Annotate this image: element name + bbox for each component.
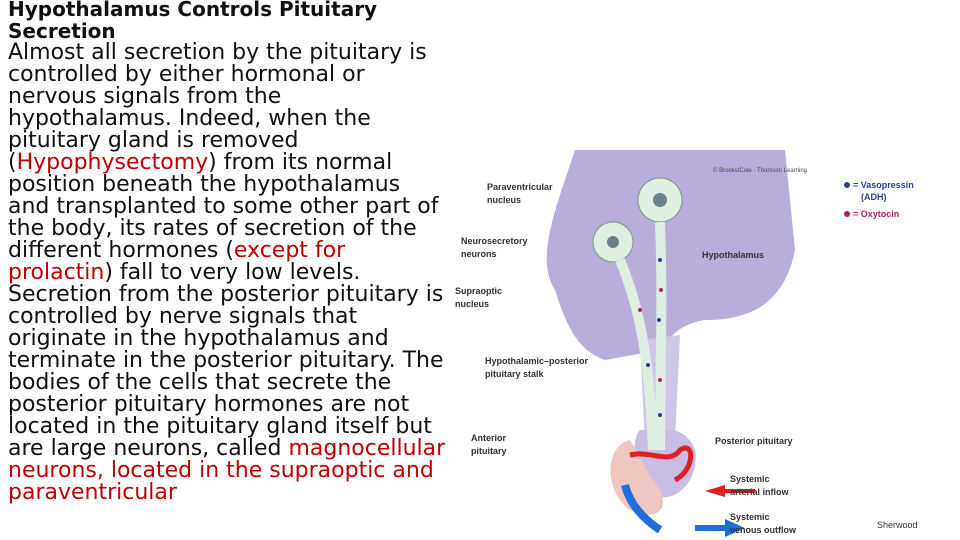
label-venous-outflow: venous outflow bbox=[730, 525, 797, 535]
label-stalk: Hypothalamic–posterior bbox=[485, 356, 589, 366]
label-neurons: neurons bbox=[461, 249, 497, 259]
label-hypothalamus: Hypothalamus bbox=[702, 250, 764, 260]
para1-text-5: ) fall to very low levels. bbox=[104, 260, 361, 285]
supraoptic-neuron-nucleus bbox=[607, 236, 619, 248]
label-supraoptic: Supraoptic bbox=[455, 286, 502, 296]
hypothalamus-region bbox=[546, 150, 795, 360]
oxytocin-granule bbox=[659, 288, 663, 292]
para1-text-1: Almost all secretion by the pituitary is… bbox=[8, 40, 427, 175]
legend-adh: (ADH) bbox=[861, 192, 887, 202]
oxytocin-legend-dot bbox=[844, 211, 850, 217]
paraventricular-axon bbox=[655, 221, 667, 451]
label-venous: Systemic bbox=[730, 512, 770, 522]
slide-body: Almost all secretion by the pituitary is… bbox=[8, 42, 448, 504]
label-supraoptic-nucleus: nucleus bbox=[455, 299, 489, 309]
venous-vessel bbox=[621, 483, 663, 534]
venous-outflow-arrow bbox=[695, 519, 745, 537]
vasopressin-granule bbox=[646, 363, 650, 367]
vasopressin-granule bbox=[657, 318, 661, 322]
label-arterial-inflow: arterial inflow bbox=[730, 487, 790, 497]
anterior-pituitary bbox=[610, 440, 664, 515]
para1-text-3: ) from its normal position beneath the h… bbox=[8, 150, 439, 263]
slide-title: Hypothalamus Controls Pituitary Secretio… bbox=[8, 0, 378, 43]
supraoptic-axon bbox=[615, 258, 658, 451]
pituitary-diagram: © Brooks/Cole - Thomson Learning = Vasop… bbox=[455, 150, 918, 537]
label-posterior: Posterior pituitary bbox=[715, 436, 793, 446]
label-anterior: Anterior bbox=[471, 433, 507, 443]
legend-vasopressin: = Vasopressin bbox=[853, 180, 914, 190]
paraventricular-neuron-nucleus bbox=[653, 193, 667, 207]
para2-text-1: Secretion from the posterior pituitary i… bbox=[8, 282, 444, 461]
label-anterior-pituitary: pituitary bbox=[471, 446, 507, 456]
oxytocin-granule bbox=[658, 378, 662, 382]
credit-text: Sherwood bbox=[877, 520, 918, 530]
label-stalk-2: pituitary stalk bbox=[485, 369, 545, 379]
label-arterial: Systemic bbox=[730, 474, 770, 484]
hypophysectomy-term: Hypophysectomy bbox=[16, 150, 209, 175]
hormone-granules bbox=[638, 258, 663, 417]
magnocellular-neurons-term: magnocellular neurons, located in the su… bbox=[8, 436, 446, 505]
label-paraventricular-nucleus: nucleus bbox=[487, 195, 521, 205]
copyright-text: © Brooks/Cole - Thomson Learning bbox=[713, 167, 807, 174]
vasopressin-granule bbox=[658, 258, 662, 262]
arterial-vessel bbox=[629, 445, 694, 483]
oxytocin-granule bbox=[638, 308, 642, 312]
arterial-inflow-arrow bbox=[705, 485, 755, 497]
label-neurosecretory: Neurosecretory bbox=[461, 236, 528, 246]
legend-oxytocin: = Oxytocin bbox=[853, 209, 899, 219]
vasopressin-legend-dot bbox=[844, 182, 850, 188]
prolactin-exception: except for prolactin bbox=[8, 238, 346, 285]
label-paraventricular: Paraventricular bbox=[487, 182, 553, 192]
vasopressin-granule bbox=[658, 413, 662, 417]
